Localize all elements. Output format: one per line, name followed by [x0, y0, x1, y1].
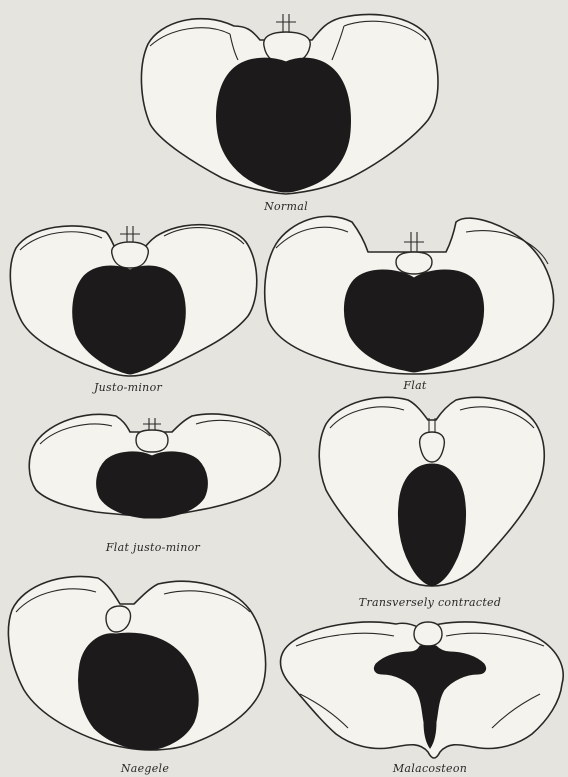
caption-transversely-contracted: Transversely contracted	[359, 596, 501, 609]
pelvis-normal	[141, 14, 438, 194]
caption-flat: Flat	[403, 379, 426, 392]
caption-justo-minor: Justo-minor	[94, 381, 162, 394]
pelvis-flat	[265, 216, 554, 374]
caption-malacosteon: Malacosteon	[393, 762, 467, 775]
pelvis-flat-justo-minor	[29, 414, 280, 518]
caption-normal: Normal	[264, 200, 308, 213]
pelvis-malacosteon	[281, 622, 564, 758]
caption-naegele: Naegele	[121, 762, 169, 775]
pelvis-naegele	[8, 576, 265, 750]
pelvis-transversely-contracted	[319, 397, 544, 586]
pelvis-justo-minor	[10, 225, 256, 376]
caption-flat-justo-minor: Flat justo-minor	[106, 541, 200, 554]
